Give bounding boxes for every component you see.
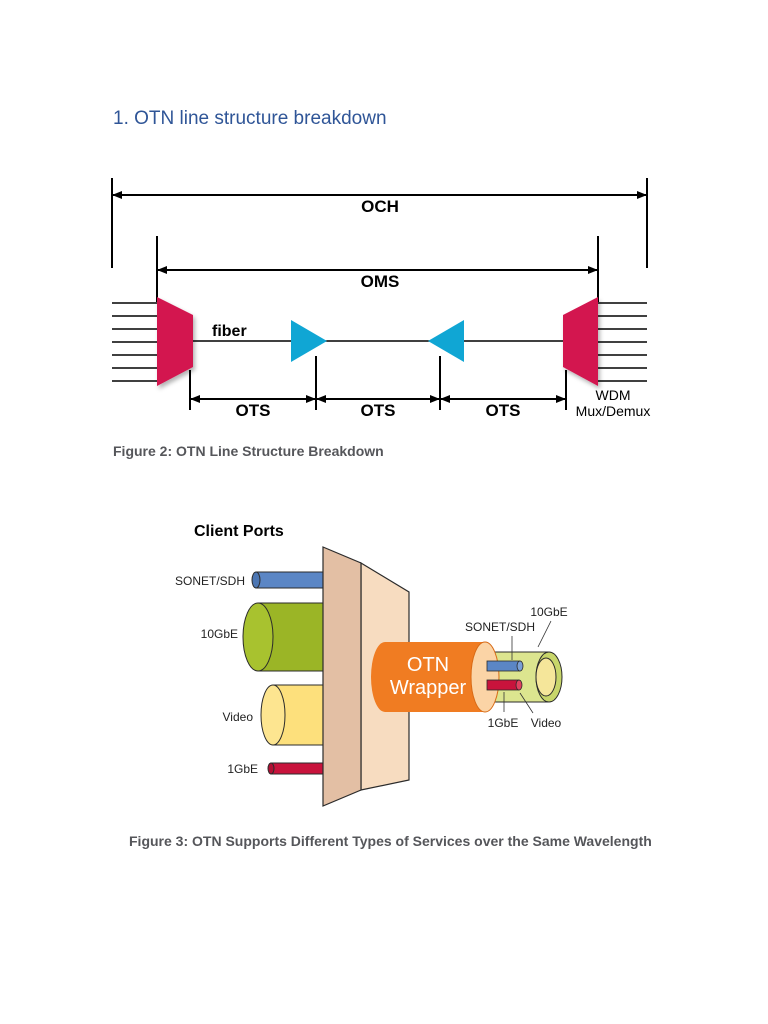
- cable-one-gbe-label: 1GbE: [488, 716, 519, 730]
- video-label: Video: [223, 710, 254, 724]
- video-port: [260, 684, 327, 746]
- otn-text: OTN: [407, 654, 449, 676]
- amplifier-right-pointing: [291, 320, 327, 362]
- wdm-label: WDM: [596, 387, 631, 403]
- ots-label-3: OTS: [486, 401, 521, 420]
- ten-gbe-label: 10GbE: [201, 627, 238, 641]
- one-gbe-label: 1GbE: [227, 762, 258, 776]
- section-heading: 1. OTN line structure breakdown: [113, 108, 387, 129]
- left-wavelength-inputs: [112, 302, 158, 382]
- cable-callouts: [503, 620, 552, 714]
- wdm-demux-right: [563, 297, 598, 386]
- mux-demux-label: Mux/Demux: [576, 403, 651, 419]
- combined-cable: [489, 651, 563, 703]
- och-label: OCH: [361, 197, 399, 216]
- fiber-label: fiber: [212, 323, 247, 340]
- cable-sonet-sdh-label: SONET/SDH: [465, 620, 535, 634]
- sonet-sdh-port: [251, 571, 327, 589]
- cable-ten-gbe-label: 10GbE: [530, 605, 567, 619]
- inner-one-gbe-cable: [486, 679, 523, 691]
- figure-2-caption: Figure 2: OTN Line Structure Breakdown: [113, 443, 384, 459]
- ten-gbe-port: [242, 602, 327, 672]
- amplifier-left-pointing: [428, 320, 464, 362]
- ots-label-1: OTS: [236, 401, 271, 420]
- otn-line-structure-diagram: OCH OMS fiber OTS OTS OTS W: [111, 178, 651, 420]
- oms-label: OMS: [361, 272, 400, 291]
- one-gbe-port: [267, 762, 327, 775]
- ots-label-2: OTS: [361, 401, 396, 420]
- right-wavelength-outputs: [596, 302, 647, 382]
- sonet-sdh-label: SONET/SDH: [175, 574, 245, 588]
- wdm-mux-left: [157, 297, 193, 386]
- otn-services-diagram: Client Ports SONET/SDH 10GbE Video 1GbE …: [175, 523, 568, 807]
- mux-panel-dark: [322, 546, 362, 807]
- inner-sonet-cable: [486, 660, 524, 672]
- client-ports-heading: Client Ports: [194, 523, 284, 540]
- cable-video-label: Video: [531, 716, 562, 730]
- figure-3-caption: Figure 3: OTN Supports Different Types o…: [129, 833, 652, 849]
- otn-wrapper: [371, 641, 500, 713]
- wrapper-text: Wrapper: [390, 677, 467, 699]
